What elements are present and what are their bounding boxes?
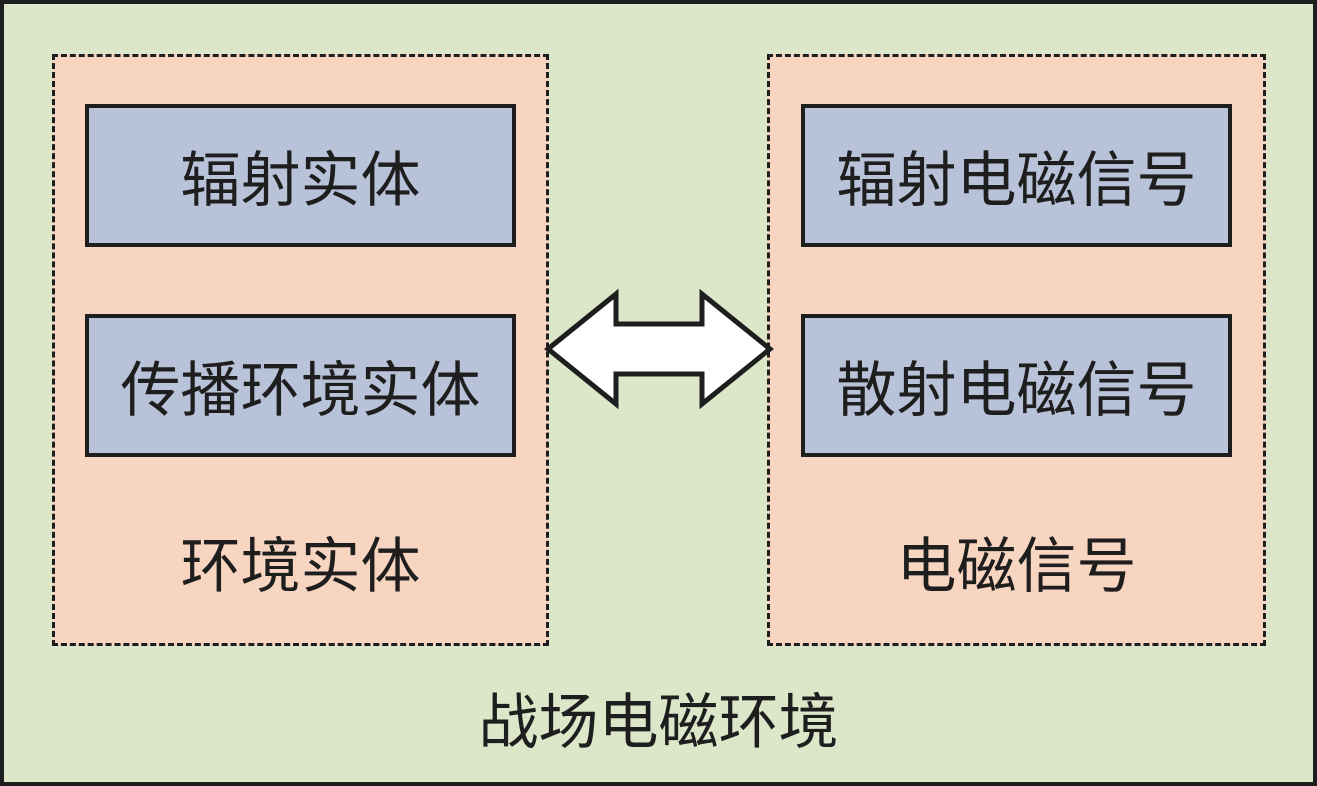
scattered-em-signal-box: 散射电磁信号 (801, 314, 1232, 457)
bidirectional-arrow-shape (544, 288, 774, 410)
environment-entity-group-label: 环境实体 (180, 532, 421, 602)
propagation-environment-entity-box: 传播环境实体 (85, 314, 516, 457)
propagation-environment-entity-label: 传播环境实体 (120, 356, 481, 426)
em-signal-group-label: 电磁信号 (896, 532, 1137, 602)
radiation-entity-box: 辐射实体 (85, 104, 516, 247)
bidirectional-arrow-icon (544, 288, 774, 410)
diagram-title: 战场电磁环境 (478, 688, 839, 758)
radiated-em-signal-box: 辐射电磁信号 (801, 104, 1232, 247)
scattered-em-signal-label: 散射电磁信号 (836, 356, 1197, 426)
radiated-em-signal-label: 辐射电磁信号 (836, 146, 1197, 216)
radiation-entity-label: 辐射实体 (180, 146, 421, 216)
